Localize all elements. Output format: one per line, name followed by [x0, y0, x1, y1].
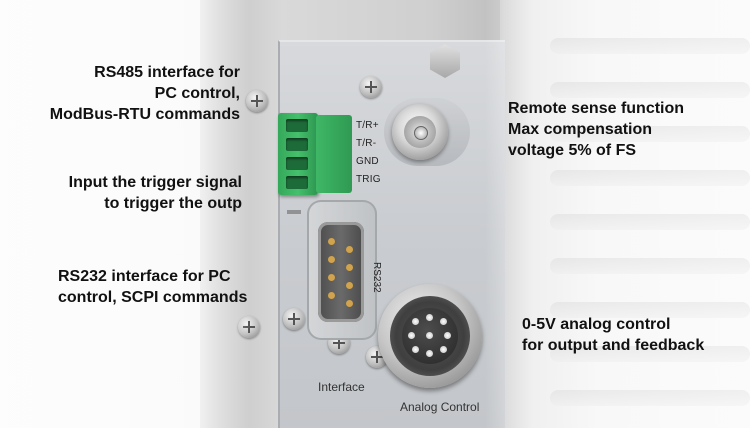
interface-label: Interface [318, 380, 365, 394]
db9-pin [328, 292, 335, 299]
callout-line: ModBus-RTU commands [49, 106, 240, 123]
callout-line: PC control, [154, 85, 240, 102]
terminal-slot [286, 176, 308, 189]
analog-pin [412, 318, 419, 325]
rs232-db9-connector [318, 222, 364, 322]
callout-line: Input the trigger signal [68, 174, 242, 191]
pin-label-trig: TRIG [356, 174, 381, 185]
analog-pin [412, 346, 419, 353]
rs485-terminal-block [278, 113, 318, 195]
terminal-slot [286, 119, 308, 132]
callout-line: 0-5V analog control [522, 316, 671, 333]
terminal-slot [286, 138, 308, 151]
callout-remote-sense: Remote sense function Max compensation v… [508, 98, 748, 161]
db9-pin [346, 282, 353, 289]
right-haze-overlay [485, 0, 750, 428]
analog-pin [440, 318, 447, 325]
analog-pin [408, 332, 415, 339]
db9-pin [346, 264, 353, 271]
screw-icon [283, 308, 305, 330]
db9-pin [346, 300, 353, 307]
pin-label-tr-plus: T/R+ [356, 120, 379, 131]
screw-icon [246, 90, 268, 112]
db9-pin [328, 274, 335, 281]
db9-pin [346, 246, 353, 253]
callout-line: for output and feedback [522, 337, 705, 354]
analog-pin [426, 314, 433, 321]
db9-label: RS232 [371, 262, 382, 293]
callout-analog: 0-5V analog control for output and feedb… [522, 314, 744, 356]
bnc-connector-core [414, 126, 428, 140]
analog-pin [440, 346, 447, 353]
callout-line: RS485 interface for [94, 64, 240, 81]
callout-line: RS232 interface for PC [58, 268, 231, 285]
db9-pin [328, 238, 335, 245]
callout-line: control, SCPI commands [58, 289, 248, 306]
analog-pin [426, 350, 433, 357]
terminal-slot [286, 157, 308, 170]
callout-line: Max compensation [508, 121, 653, 138]
analog-connector-face [402, 308, 458, 364]
rs485-terminal-plug [316, 115, 352, 193]
callout-trigger: Input the trigger signal to trigger the … [0, 172, 242, 214]
callout-rs485: RS485 interface for PC control, ModBus-R… [0, 62, 240, 125]
left-haze-overlay [0, 0, 250, 428]
text-occlusion [287, 210, 301, 214]
analog-control-label: Analog Control [400, 400, 480, 414]
callout-line: voltage 5% of FS [508, 142, 637, 159]
pin-label-tr-minus: T/R- [356, 138, 377, 149]
callout-line: to trigger the outp [104, 195, 242, 212]
analog-pin [426, 332, 433, 339]
db9-pin [328, 256, 335, 263]
callout-line: Remote sense function [508, 100, 685, 117]
callout-rs232: RS232 interface for PC control, SCPI com… [58, 266, 258, 308]
analog-pin [444, 332, 451, 339]
screw-icon [360, 76, 382, 98]
pin-label-gnd: GND [356, 156, 379, 167]
